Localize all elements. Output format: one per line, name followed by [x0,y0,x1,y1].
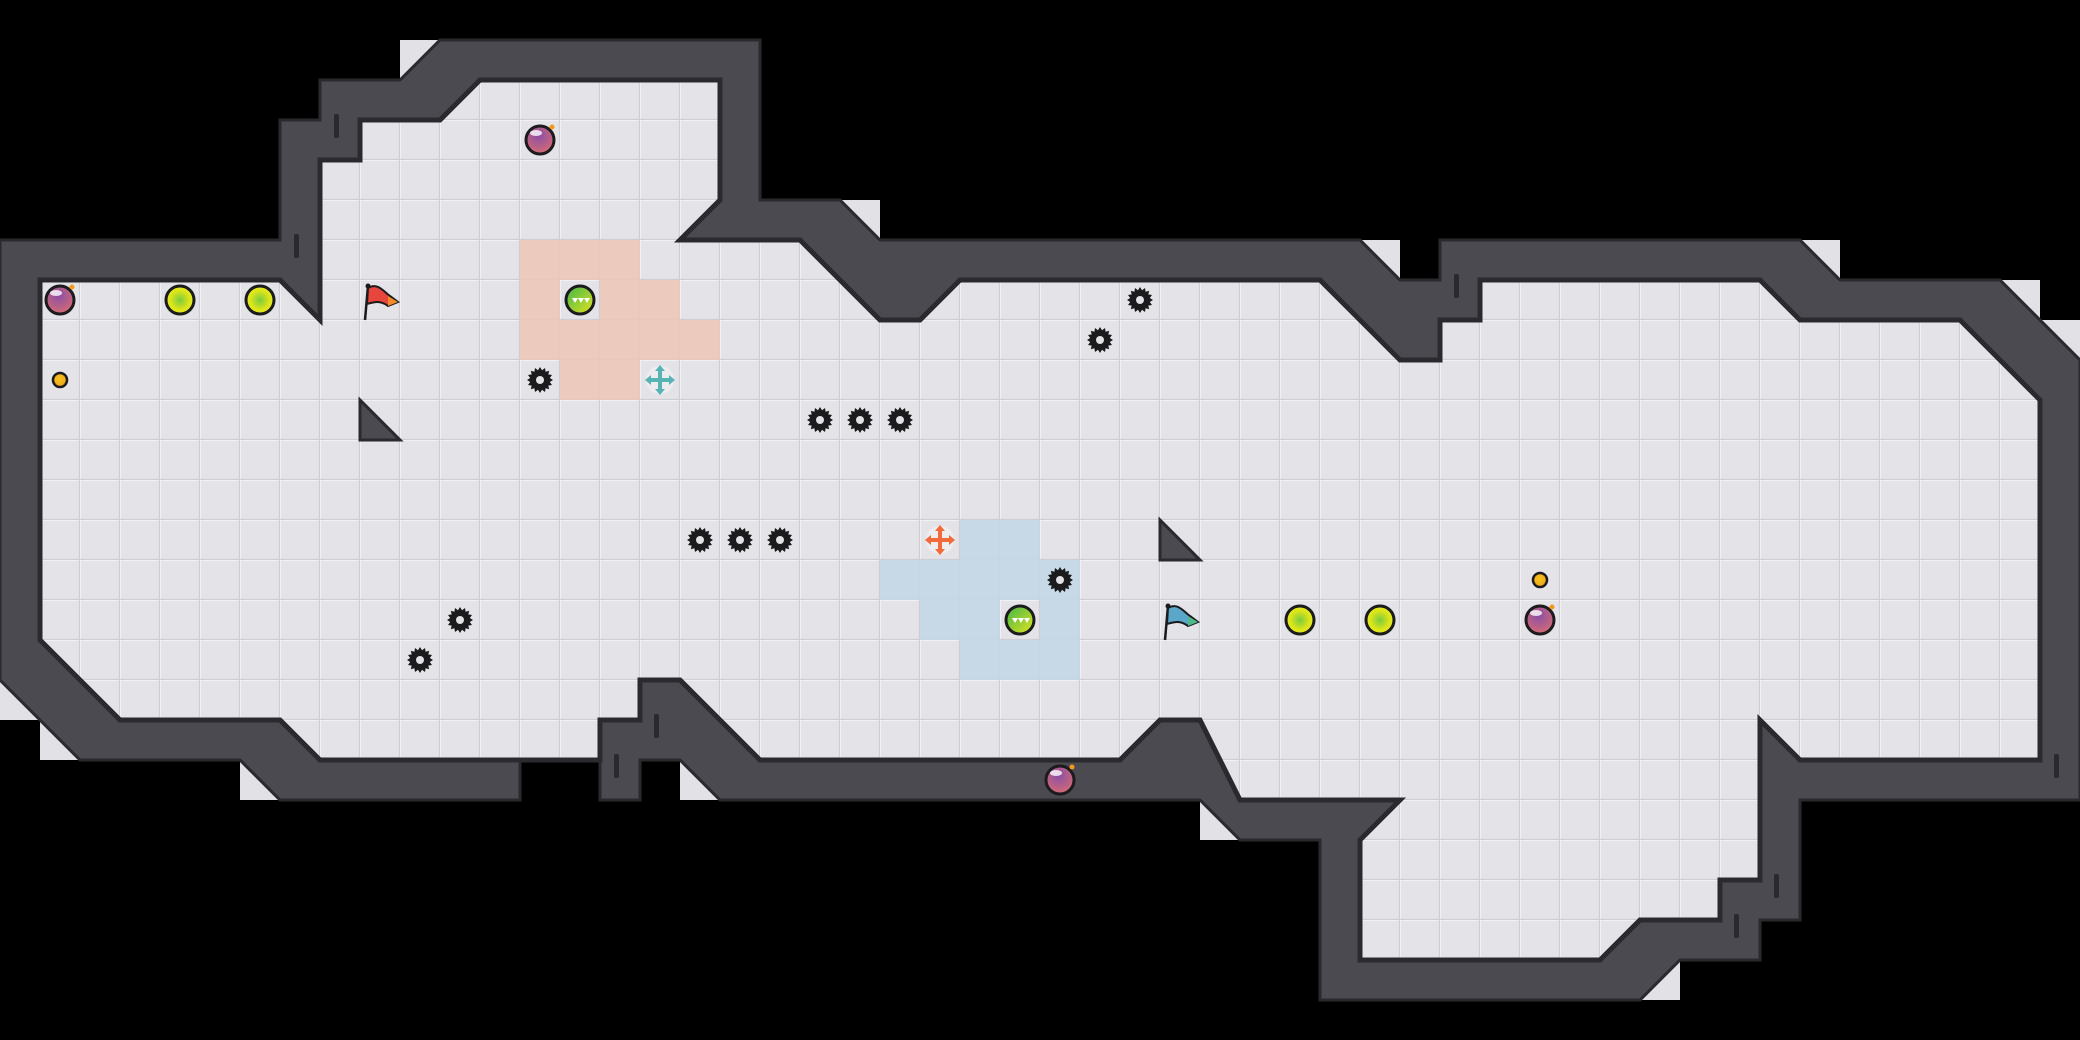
red-zone-cell [520,320,560,360]
spike-icon [767,527,793,553]
blue-zone-cell [960,600,1000,640]
red-zone-cell [520,240,560,280]
bomb-icon [1524,604,1556,636]
blue-zone-cell [920,560,960,600]
blue-flag-icon[interactable] [1163,603,1201,641]
red-zone-cell [640,320,680,360]
red-flag-icon[interactable] [363,283,401,321]
bomb-icon [1044,764,1076,796]
spike-icon [1047,567,1073,593]
blue-zone-cell [1000,640,1040,680]
spike-icon [407,647,433,673]
spike-icon [727,527,753,553]
spike-icon [1127,287,1153,313]
blue-zone-cell [1000,520,1040,560]
blue-zone-cell [1040,640,1080,680]
red-zone-cell [600,360,640,400]
red-zone-cell [560,360,600,400]
spike-icon [447,607,473,633]
spike-icon [807,407,833,433]
blue-zone-cell [960,520,1000,560]
blue-zone-cell [1000,560,1040,600]
bomb-icon [44,284,76,316]
red-zone-cell [560,240,600,280]
coin-icon [1531,571,1549,589]
diagonal-wall-block [358,396,404,442]
energy-orb-icon [244,284,276,316]
team-zones [520,240,1080,680]
red-zone-cell [680,320,720,360]
spike-icon [847,407,873,433]
spike-icon [1087,327,1113,353]
red-zone-cell [560,320,600,360]
coin-icon [51,371,69,389]
blue-zone-cell [920,600,960,640]
red-zone-cell [520,280,560,320]
map-objects [44,124,1556,796]
bomb-icon [524,124,556,156]
blue-zone-cell [1040,600,1080,640]
red-move-marker-icon[interactable] [925,525,955,555]
red-spawn-pad-icon[interactable] [564,284,596,316]
blue-zone-cell [960,560,1000,600]
energy-orb-icon [1364,604,1396,636]
red-zone-cell [640,280,680,320]
energy-orb-icon [1284,604,1316,636]
wall-markers [294,114,2059,938]
energy-orb-icon [164,284,196,316]
spike-icon [687,527,713,553]
blue-spawn-pad-icon[interactable] [1004,604,1036,636]
blue-zone-cell [880,560,920,600]
blue-zone-cell [960,640,1000,680]
red-zone-cell [600,240,640,280]
spike-icon [527,367,553,393]
red-zone-cell [600,280,640,320]
blue-move-marker-icon[interactable] [645,365,675,395]
spike-icon [887,407,913,433]
red-zone-cell [600,320,640,360]
diagonal-wall-block [1158,516,1204,562]
